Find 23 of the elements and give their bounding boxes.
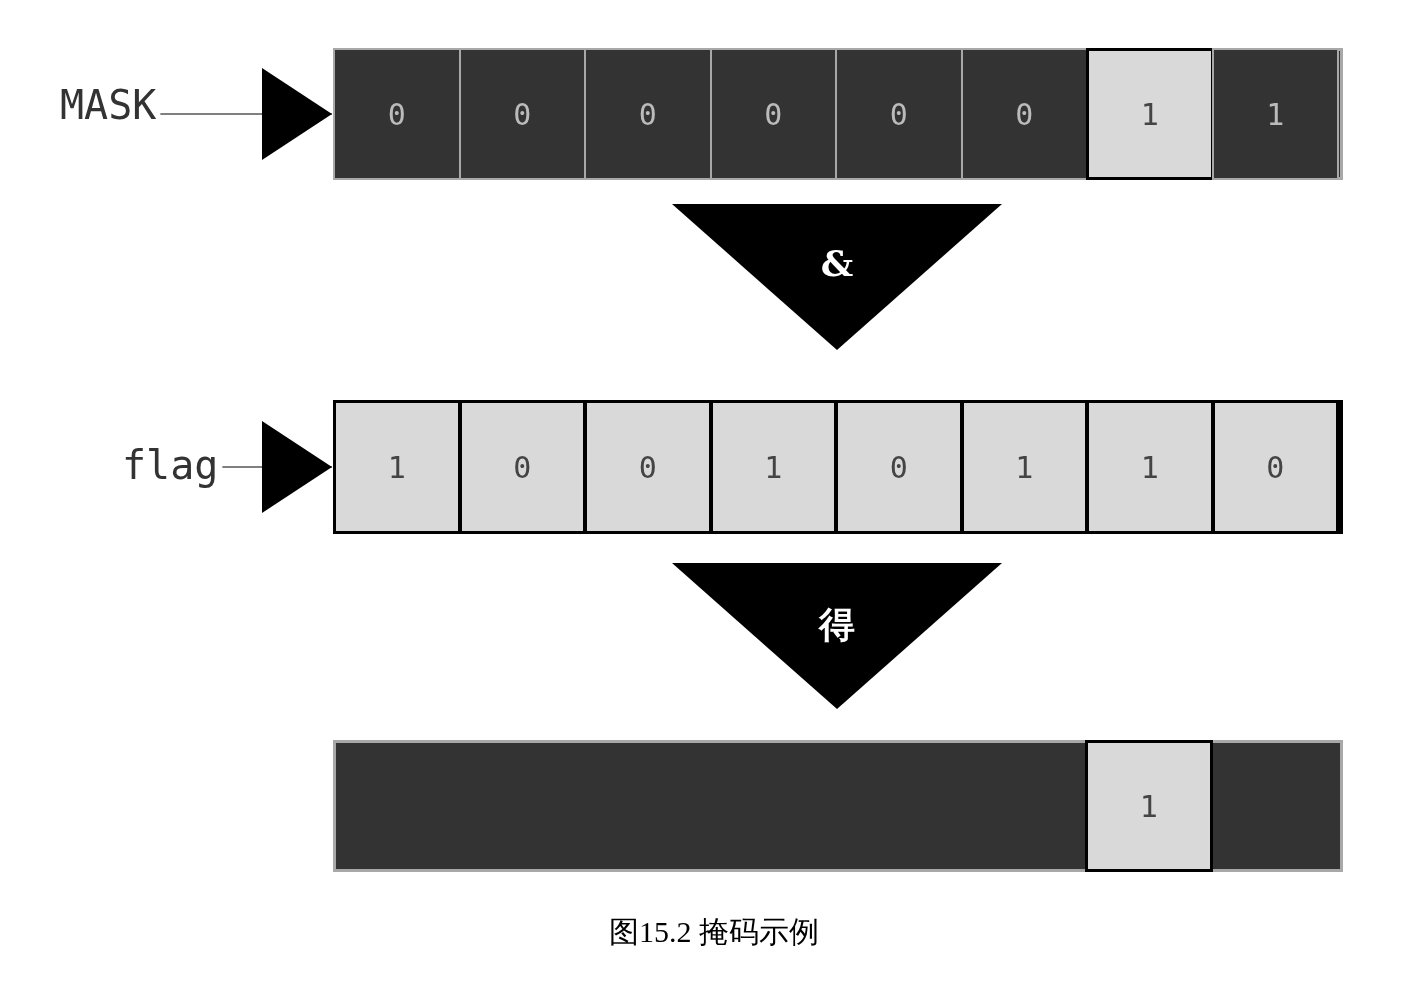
bit-cell: 1 [333, 400, 461, 534]
bit-row [333, 400, 1343, 534]
bit-cell: 1 [1085, 740, 1213, 872]
row-label: MASK [60, 82, 157, 128]
bit-cell: 0 [960, 48, 1088, 180]
bit-row [333, 48, 1343, 180]
bit-cell: 1 [1086, 400, 1214, 534]
bit-cell: 1 [1211, 48, 1339, 180]
arrow [159, 68, 333, 160]
bit-cell: 0 [835, 400, 963, 534]
bit-cell: 0 [584, 48, 712, 180]
bit-cell: 0 [709, 48, 837, 180]
bit-cell: 0 [584, 400, 712, 534]
operator-label: & [819, 242, 855, 284]
bit-cell: 0 [835, 48, 963, 180]
bit-cell: 0 [458, 48, 586, 180]
bit-cell: 1 [1086, 48, 1214, 180]
arrow [221, 421, 333, 513]
figure-caption: 图15.2 掩码示例 [608, 914, 820, 950]
row-label: flag [122, 442, 219, 488]
operator-label: 得 [817, 602, 856, 647]
bit-cell: 0 [333, 48, 461, 180]
bit-row [333, 740, 1343, 872]
